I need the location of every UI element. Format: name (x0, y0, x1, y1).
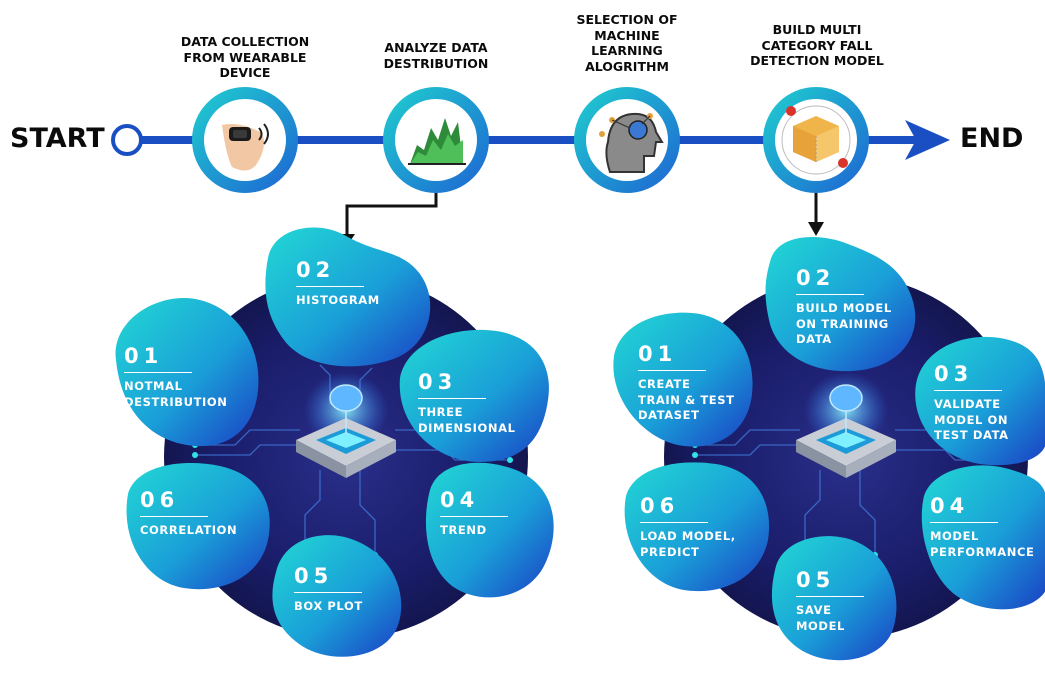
step-2-node (383, 87, 489, 193)
connector-right (808, 193, 824, 236)
right-item-01: 01 CREATE TRAIN & TEST DATASET (638, 344, 735, 424)
item-number: 01 (124, 344, 164, 368)
blob-03 (399, 329, 549, 462)
item-label: SAVE MODEL (796, 603, 845, 633)
right-item-02: 02 BUILD MODEL ON TRAINING DATA (796, 268, 892, 348)
item-number: 02 (796, 266, 836, 290)
start-node (111, 124, 143, 156)
left-chip (296, 372, 396, 478)
left-item-01: 01 NOTMAL DESTRIBUTION (124, 346, 228, 410)
end-arrowhead (905, 120, 950, 160)
divider (140, 516, 208, 517)
item-label: THREE DIMENSIONAL (418, 405, 516, 435)
left-item-05: 05 BOX PLOT (294, 566, 363, 615)
item-number: 04 (930, 494, 970, 518)
divider (796, 596, 864, 597)
right-cluster (613, 237, 1045, 661)
ai-head-icon (599, 112, 664, 173)
left-item-02: 02 HISTOGRAM (296, 260, 380, 309)
divider (640, 522, 708, 523)
item-label: VALIDATE MODEL ON TEST DATA (934, 397, 1009, 443)
blob-02 (765, 237, 916, 372)
wearable-wrist-icon (222, 123, 269, 171)
item-label: TREND (440, 523, 487, 537)
brain-icon (829, 384, 863, 412)
3d-box-icon (781, 105, 851, 175)
blob-01 (613, 312, 753, 447)
item-number: 03 (934, 362, 974, 386)
divider (930, 522, 998, 523)
left-item-03: 03 THREE DIMENSIONAL (418, 372, 516, 436)
item-label: HISTOGRAM (296, 293, 380, 307)
divider (638, 370, 706, 371)
item-label: MODEL PERFORMANCE (930, 529, 1035, 559)
start-label: START (10, 123, 105, 154)
step-4-node (763, 87, 869, 193)
left-item-06: 06 CORRELATION (140, 490, 237, 539)
mountain-chart-icon (408, 118, 466, 165)
step-3-label: SELECTION OF MACHINE LEARNING ALOGRITHM (576, 12, 678, 74)
item-number: 06 (140, 488, 180, 512)
divider (796, 294, 864, 295)
divider (440, 516, 508, 517)
divider (418, 398, 486, 399)
blob-05 (272, 535, 402, 657)
item-label: NOTMAL DESTRIBUTION (124, 379, 228, 409)
item-number: 05 (796, 568, 836, 592)
end-label: END (960, 123, 1024, 154)
item-number: 02 (296, 258, 336, 282)
item-label: BUILD MODEL ON TRAINING DATA (796, 301, 892, 347)
step-1-label: DATA COLLECTION FROM WEARABLE DEVICE (180, 34, 310, 81)
right-item-03: 03 VALIDATE MODEL ON TEST DATA (934, 364, 1009, 444)
blob-02 (265, 227, 431, 367)
item-number: 01 (638, 342, 678, 366)
blob-03 (915, 336, 1045, 466)
blob-04 (425, 462, 554, 598)
divider (934, 390, 1002, 391)
item-number: 03 (418, 370, 458, 394)
right-item-05: 05 SAVE MODEL (796, 570, 864, 634)
right-item-04: 04 MODEL PERFORMANCE (930, 496, 1035, 560)
item-label: CREATE TRAIN & TEST DATASET (638, 377, 735, 423)
right-item-06: 06 LOAD MODEL, PREDICT (640, 496, 736, 560)
item-number: 06 (640, 494, 680, 518)
left-item-04: 04 TREND (440, 490, 508, 539)
item-label: LOAD MODEL, PREDICT (640, 529, 736, 559)
step-4-label: BUILD MULTI CATEGORY FALL DETECTION MODE… (750, 22, 884, 69)
divider (124, 372, 192, 373)
item-number: 05 (294, 564, 334, 588)
connector-left (339, 193, 438, 246)
step-2-label: ANALYZE DATA DESTRIBUTION (383, 40, 489, 72)
right-chip (796, 372, 896, 478)
divider (296, 286, 364, 287)
blob-04 (921, 465, 1045, 610)
divider (294, 592, 362, 593)
step-1-node (192, 87, 298, 193)
blob-06 (624, 462, 770, 592)
step-3-node (574, 87, 680, 193)
item-label: CORRELATION (140, 523, 238, 537)
blob-05 (771, 536, 897, 661)
item-label: BOX PLOT (294, 599, 363, 613)
left-cluster (115, 227, 554, 657)
brain-icon (329, 384, 363, 412)
blob-06 (126, 463, 270, 590)
item-number: 04 (440, 488, 480, 512)
